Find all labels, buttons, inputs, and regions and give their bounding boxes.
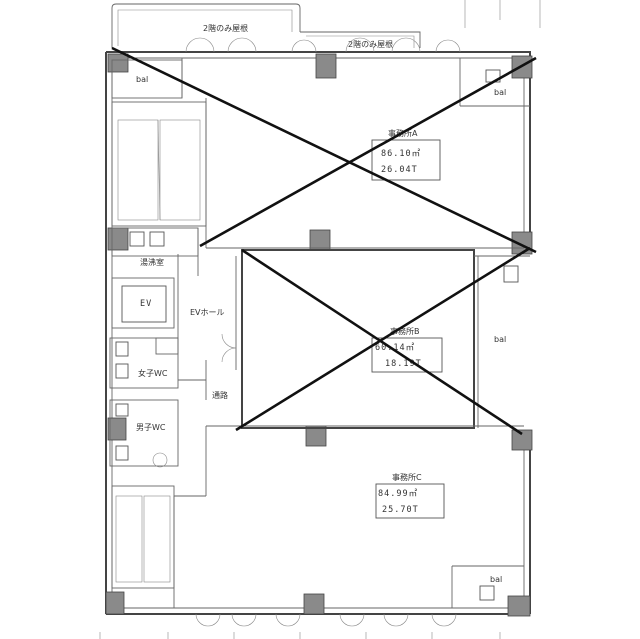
unavailable-cross-office-a xyxy=(111,46,537,254)
office-c-name: 事務所C xyxy=(392,472,422,482)
office-b xyxy=(241,249,530,429)
outer-walls xyxy=(105,51,531,615)
corridor-label: 通路 xyxy=(212,390,228,400)
ev-hall-label: EVホール xyxy=(190,308,225,317)
roof-terrace-label-1: 2階のみ屋根 xyxy=(203,23,248,33)
elevator-label: EV xyxy=(140,299,152,309)
stair-sw xyxy=(111,485,175,589)
office-b-name: 事務所B xyxy=(390,326,420,336)
bottom-wall-doors xyxy=(99,613,501,639)
nw-core xyxy=(111,59,207,227)
balcony-se-label: bal xyxy=(490,575,502,584)
office-a xyxy=(181,58,530,249)
office-a-tsubo: 26.04T xyxy=(381,165,418,175)
office-b-tsubo: 18.19T xyxy=(385,359,422,369)
office-a-area: 86.10㎡ xyxy=(381,149,421,159)
womens-wc-label: 女子WC xyxy=(138,368,168,378)
balcony-nw-label: bal xyxy=(136,75,148,84)
office-c-area: 84.99㎡ xyxy=(378,489,418,499)
mens-wc-label: 男子WC xyxy=(136,423,166,432)
balcony-east-label: bal xyxy=(494,335,506,344)
office-b-area: 60.14㎡ xyxy=(375,343,415,353)
service-core xyxy=(111,227,237,370)
office-c xyxy=(173,425,524,608)
columns xyxy=(105,53,533,617)
storage-label: 湯沸室 xyxy=(140,257,164,267)
roof-terrace-label-2: 2階のみ屋根 xyxy=(348,39,393,49)
office-c-tsubo: 25.70T xyxy=(382,505,419,515)
restrooms xyxy=(109,337,207,468)
roof-terrace-outline xyxy=(111,0,541,48)
stair-nw xyxy=(117,119,201,221)
unavailable-cross-office-b xyxy=(235,246,531,436)
balcony-ne-label: bal xyxy=(494,88,506,97)
top-wall-doors xyxy=(185,37,461,53)
